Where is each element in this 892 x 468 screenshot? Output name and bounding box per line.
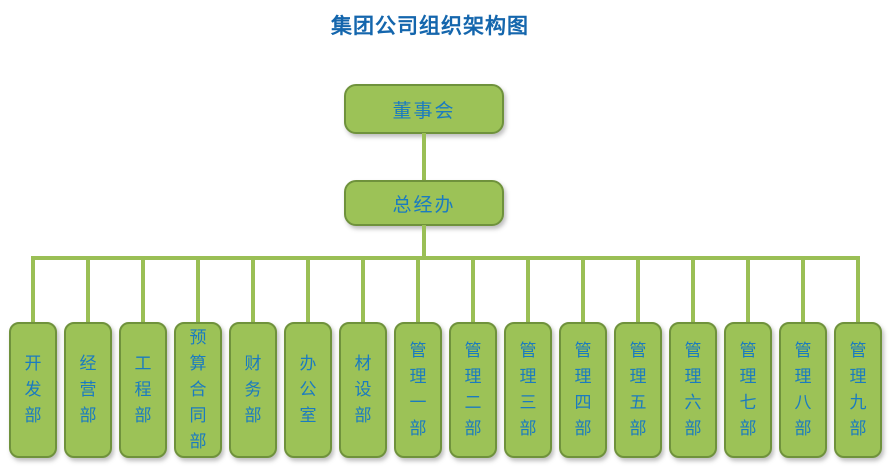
dept-label-3: 工程部 [134,354,152,426]
dept-node-6: 办公室 [284,258,332,458]
dept-label-16: 管理九部 [849,341,867,439]
dept-node-2: 经营部 [64,258,112,458]
dept-node-10: 管理三部 [504,258,552,458]
dept-box-15[interactable]: 管理八部 [779,322,827,458]
dept-box-11[interactable]: 管理四部 [559,322,607,458]
dept-box-14[interactable]: 管理七部 [724,322,772,458]
dept-label-4: 预算合同部 [189,328,207,452]
dept-label-9: 管理二部 [464,341,482,439]
dept-box-4[interactable]: 预算合同部 [174,322,222,458]
connector-drop-4 [196,258,200,322]
dept-label-7: 材设部 [354,354,372,426]
connector-board-gm [422,133,426,181]
dept-label-5: 财务部 [244,354,262,426]
chart-title: 集团公司组织架构图 [331,14,529,38]
dept-node-11: 管理四部 [559,258,607,458]
dept-node-5: 财务部 [229,258,277,458]
connector-drop-1 [31,258,35,322]
dept-label-6: 办公室 [299,354,317,426]
dept-node-16: 管理九部 [834,258,882,458]
connector-drop-13 [691,258,695,322]
connector-drop-6 [306,258,310,322]
dept-label-13: 管理六部 [684,341,702,439]
connector-drop-7 [361,258,365,322]
dept-box-7[interactable]: 材设部 [339,322,387,458]
bus-line [31,256,860,260]
dept-node-1: 开发部 [9,258,57,458]
dept-box-8[interactable]: 管理一部 [394,322,442,458]
dept-node-7: 材设部 [339,258,387,458]
org-node-gm-office[interactable]: 总经办 [344,180,504,226]
dept-box-2[interactable]: 经营部 [64,322,112,458]
connector-drop-5 [251,258,255,322]
connector-drop-15 [801,258,805,322]
connector-drop-10 [526,258,530,322]
dept-node-13: 管理六部 [669,258,717,458]
dept-label-1: 开发部 [24,354,42,426]
dept-node-3: 工程部 [119,258,167,458]
connector-drop-11 [581,258,585,322]
dept-box-10[interactable]: 管理三部 [504,322,552,458]
dept-box-1[interactable]: 开发部 [9,322,57,458]
dept-node-14: 管理七部 [724,258,772,458]
connector-drop-9 [471,258,475,322]
dept-box-9[interactable]: 管理二部 [449,322,497,458]
org-node-gm-office-label: 总经办 [392,193,456,216]
connector-drop-14 [746,258,750,322]
dept-node-8: 管理一部 [394,258,442,458]
dept-box-13[interactable]: 管理六部 [669,322,717,458]
dept-label-8: 管理一部 [409,341,427,439]
dept-label-15: 管理八部 [794,341,812,439]
dept-node-12: 管理五部 [614,258,662,458]
dept-box-6[interactable]: 办公室 [284,322,332,458]
dept-box-3[interactable]: 工程部 [119,322,167,458]
connector-drop-3 [141,258,145,322]
connector-gm-bus [422,225,426,258]
connector-drop-8 [416,258,420,322]
dept-label-11: 管理四部 [574,341,592,439]
dept-label-2: 经营部 [79,354,97,426]
dept-node-15: 管理八部 [779,258,827,458]
dept-node-4: 预算合同部 [174,258,222,458]
dept-label-10: 管理三部 [519,341,537,439]
connector-drop-2 [86,258,90,322]
org-node-board-label: 董事会 [392,99,456,122]
connector-drop-16 [856,258,860,322]
dept-label-12: 管理五部 [629,341,647,439]
dept-box-5[interactable]: 财务部 [229,322,277,458]
dept-node-9: 管理二部 [449,258,497,458]
dept-label-14: 管理七部 [739,341,757,439]
dept-box-12[interactable]: 管理五部 [614,322,662,458]
org-node-board[interactable]: 董事会 [344,84,504,134]
connector-drop-12 [636,258,640,322]
dept-box-16[interactable]: 管理九部 [834,322,882,458]
